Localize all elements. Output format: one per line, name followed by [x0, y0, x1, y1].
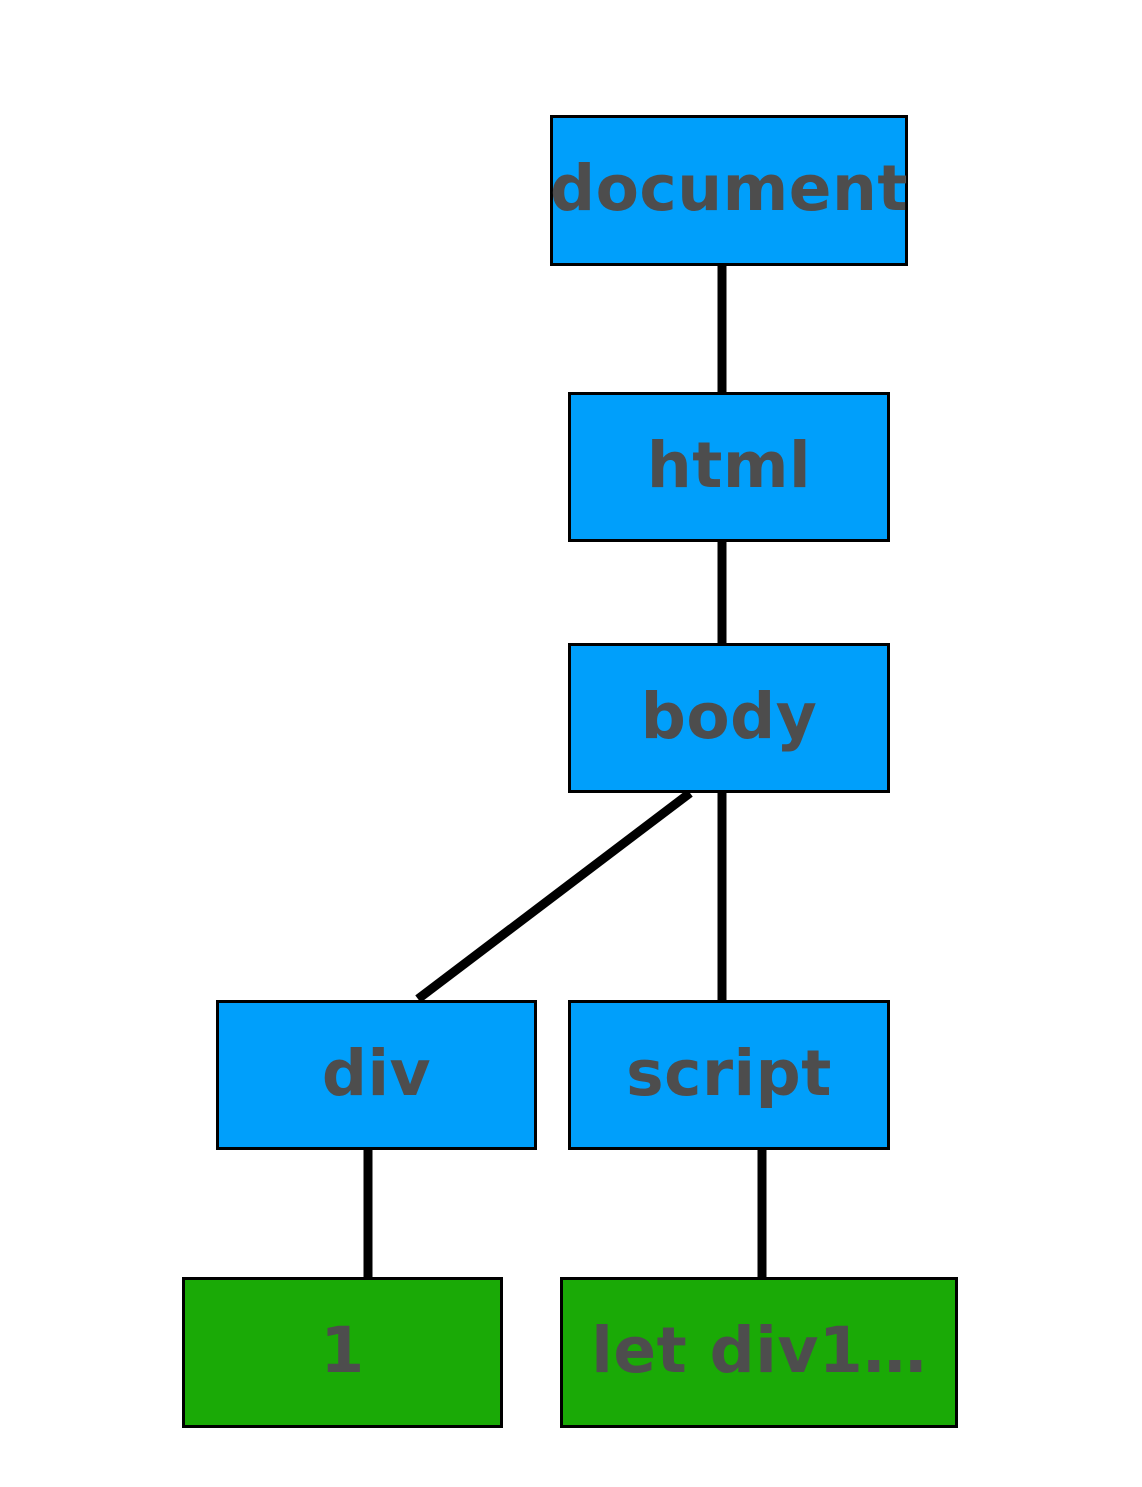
- node-document-label: document: [550, 152, 908, 225]
- node-html-label: html: [646, 428, 812, 502]
- node-script[interactable]: script: [568, 1000, 890, 1150]
- node-document[interactable]: document: [550, 115, 908, 266]
- node-html[interactable]: html: [568, 392, 890, 542]
- node-div-label: div: [321, 1036, 432, 1110]
- node-text-1[interactable]: 1: [182, 1277, 503, 1428]
- node-div[interactable]: div: [216, 1000, 537, 1150]
- node-body-label: body: [640, 679, 818, 753]
- node-text-let-div1-label: let div1…: [591, 1314, 927, 1387]
- node-body[interactable]: body: [568, 643, 890, 793]
- node-script-label: script: [626, 1036, 832, 1110]
- node-text-1-label: 1: [320, 1314, 365, 1387]
- edge-body-div: [415, 789, 693, 1003]
- node-text-let-div1[interactable]: let div1…: [560, 1277, 958, 1428]
